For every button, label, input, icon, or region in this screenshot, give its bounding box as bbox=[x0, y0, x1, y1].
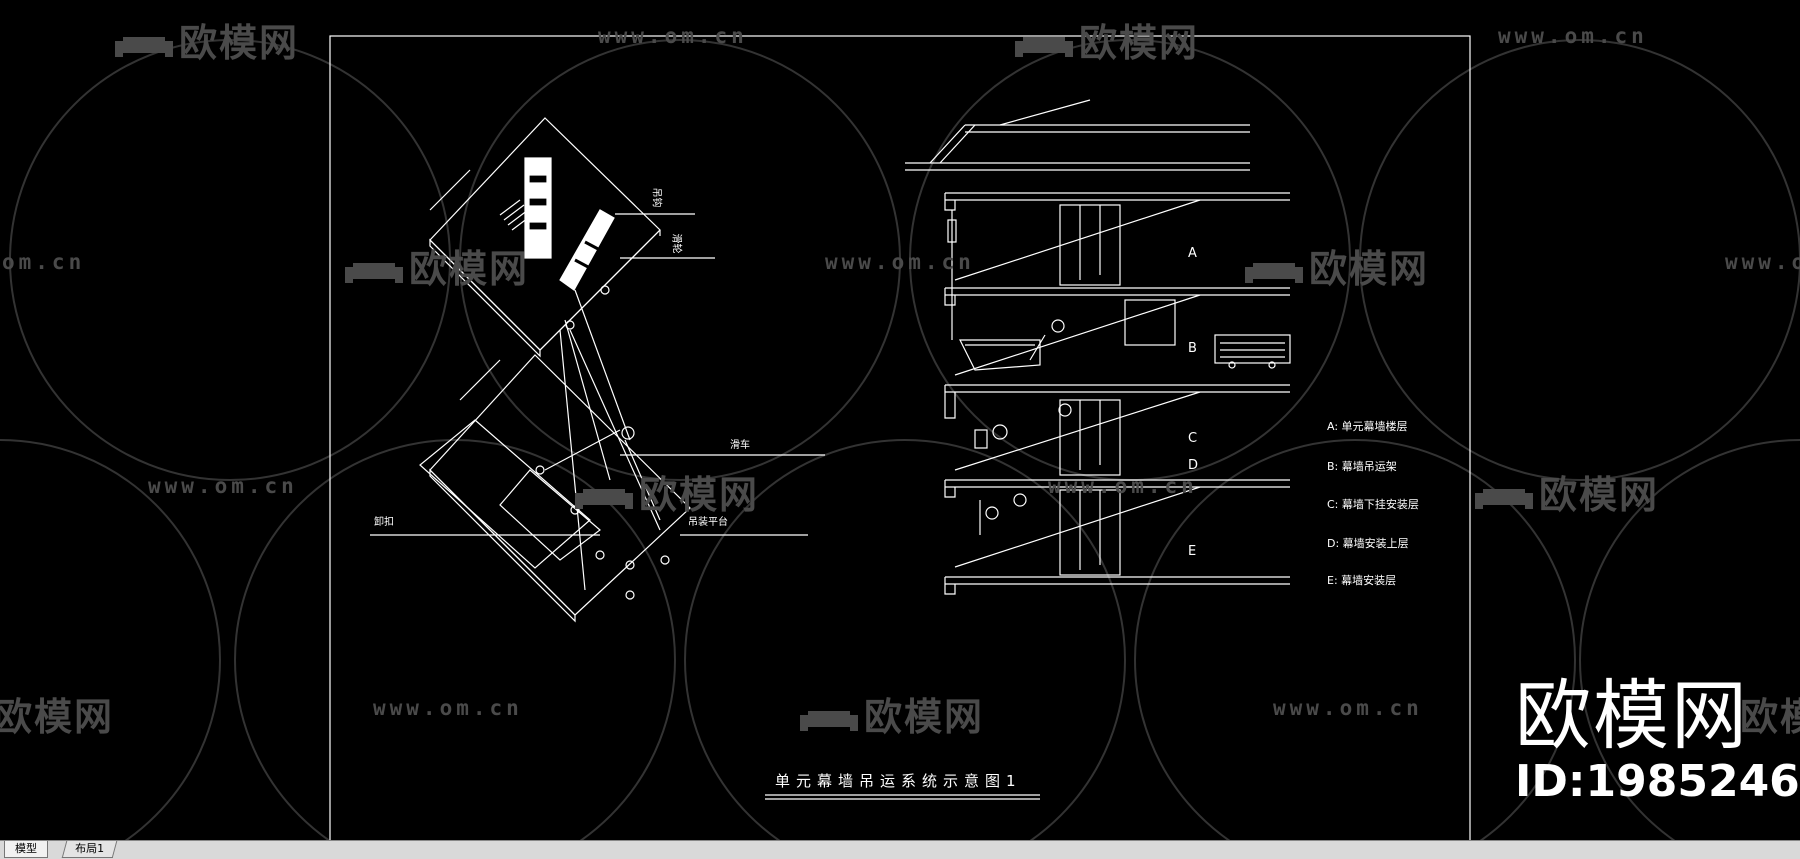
tab-model[interactable]: 模型 bbox=[4, 841, 48, 858]
legend-item-e: E: 幕墙安装层 bbox=[1327, 574, 1397, 587]
left-isometric-assembly bbox=[370, 117, 825, 623]
watermark-url: www.om.cn bbox=[825, 250, 975, 274]
label-shackle: 卸扣 bbox=[374, 517, 394, 528]
watermark-url: www.om.cn bbox=[373, 696, 523, 720]
watermark-circles bbox=[0, 39, 1800, 840]
cad-model-space[interactable]: 欧模网 欧模网 欧模网 欧模网 欧模网 欧模网 欧模网 欧模网 欧模网 www.… bbox=[0, 0, 1800, 840]
label-pulley: 滑轮 bbox=[670, 233, 682, 254]
watermark-url: www.om.cn bbox=[148, 474, 298, 498]
brand-id: ID:1985246 bbox=[1515, 756, 1800, 807]
watermark-url-partial: om.cn bbox=[2, 250, 86, 274]
watermark-logo: 欧模网 bbox=[115, 12, 299, 67]
brand-overlay: 欧模网 ID:1985246 bbox=[1515, 676, 1800, 808]
watermark-url: www.om.cn bbox=[1048, 474, 1198, 498]
marker-c: C bbox=[1188, 431, 1198, 446]
tab-layout1-label: 布局1 bbox=[75, 842, 105, 855]
watermark-logo: 欧模网 bbox=[800, 686, 984, 741]
watermark-logo: 欧模网 bbox=[1245, 238, 1429, 293]
watermark-url: www.om.cn bbox=[598, 24, 748, 48]
marker-e: E bbox=[1188, 544, 1197, 559]
watermark-logo: 欧模网 bbox=[575, 464, 759, 519]
legend-item-d: D: 幕墙安装上层 bbox=[1327, 537, 1409, 550]
watermark-logo-partial: 欧模网 bbox=[0, 695, 115, 739]
watermark-logo-partial: 欧模网 bbox=[1740, 695, 1800, 739]
brand-name: 欧模网 bbox=[1515, 671, 1749, 760]
drawing-title: 单元幕墙吊运系统示意图1 bbox=[775, 772, 1022, 790]
legend-item-b: B: 幕墙吊运架 bbox=[1327, 460, 1397, 473]
building-elevation bbox=[905, 99, 1291, 595]
drawing-frame bbox=[329, 35, 1471, 840]
layout-tab-bar: 模型 布局1 bbox=[0, 840, 1800, 859]
watermark-logo: 欧模网 bbox=[345, 238, 529, 293]
watermark-url: www.om.cn bbox=[1273, 696, 1423, 720]
marker-b: B bbox=[1188, 341, 1197, 356]
label-hook: 吊钩 bbox=[650, 187, 662, 208]
label-platform: 吊装平台 bbox=[688, 517, 728, 528]
watermark-logo: 欧模网 bbox=[1015, 12, 1199, 67]
marker-d: D bbox=[1188, 458, 1199, 473]
legend-item-a: A: 单元幕墙楼层 bbox=[1327, 420, 1408, 433]
cad-drawing bbox=[0, 35, 1800, 840]
watermark-url: www.om.cn bbox=[1498, 24, 1648, 48]
watermark-logo: 欧模网 bbox=[1475, 464, 1659, 519]
watermark-url: www.om.cn bbox=[1725, 250, 1800, 274]
marker-a: A bbox=[1188, 246, 1197, 261]
floor-slabs bbox=[944, 192, 1290, 595]
legend-item-c: C: 幕墙下挂安装层 bbox=[1327, 498, 1419, 511]
tab-layout1[interactable]: 布局1 bbox=[61, 841, 118, 858]
label-trolley: 滑车 bbox=[730, 440, 750, 451]
